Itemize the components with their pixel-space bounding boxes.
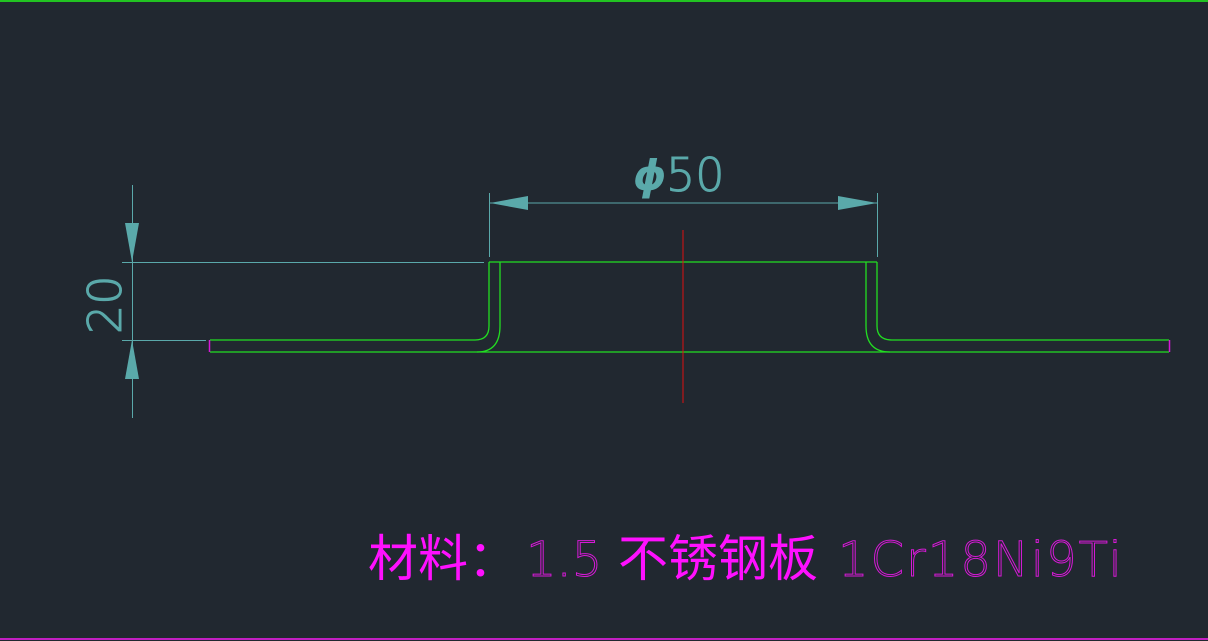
- material-name: 不锈钢板: [618, 530, 818, 588]
- material-note: 材料： 1.5 不锈钢板 1Cr18Ni9Ti: [368, 530, 1124, 589]
- viewport-bottom-border: [0, 638, 1208, 640]
- material-grade: 1Cr18Ni9Ti: [838, 532, 1124, 588]
- flange-end-caps: [208, 340, 1171, 352]
- diameter-symbol: ϕ: [633, 151, 666, 200]
- diameter-dimension: [489, 193, 878, 257]
- height-value: 20: [78, 275, 132, 334]
- diameter-value: 50: [666, 148, 725, 202]
- part-profile: [210, 261, 1169, 353]
- material-thickness: 1.5: [526, 532, 602, 588]
- height-dimension: [122, 185, 484, 418]
- material-label: 材料：: [368, 530, 518, 588]
- viewport-top-border: [0, 0, 1208, 2]
